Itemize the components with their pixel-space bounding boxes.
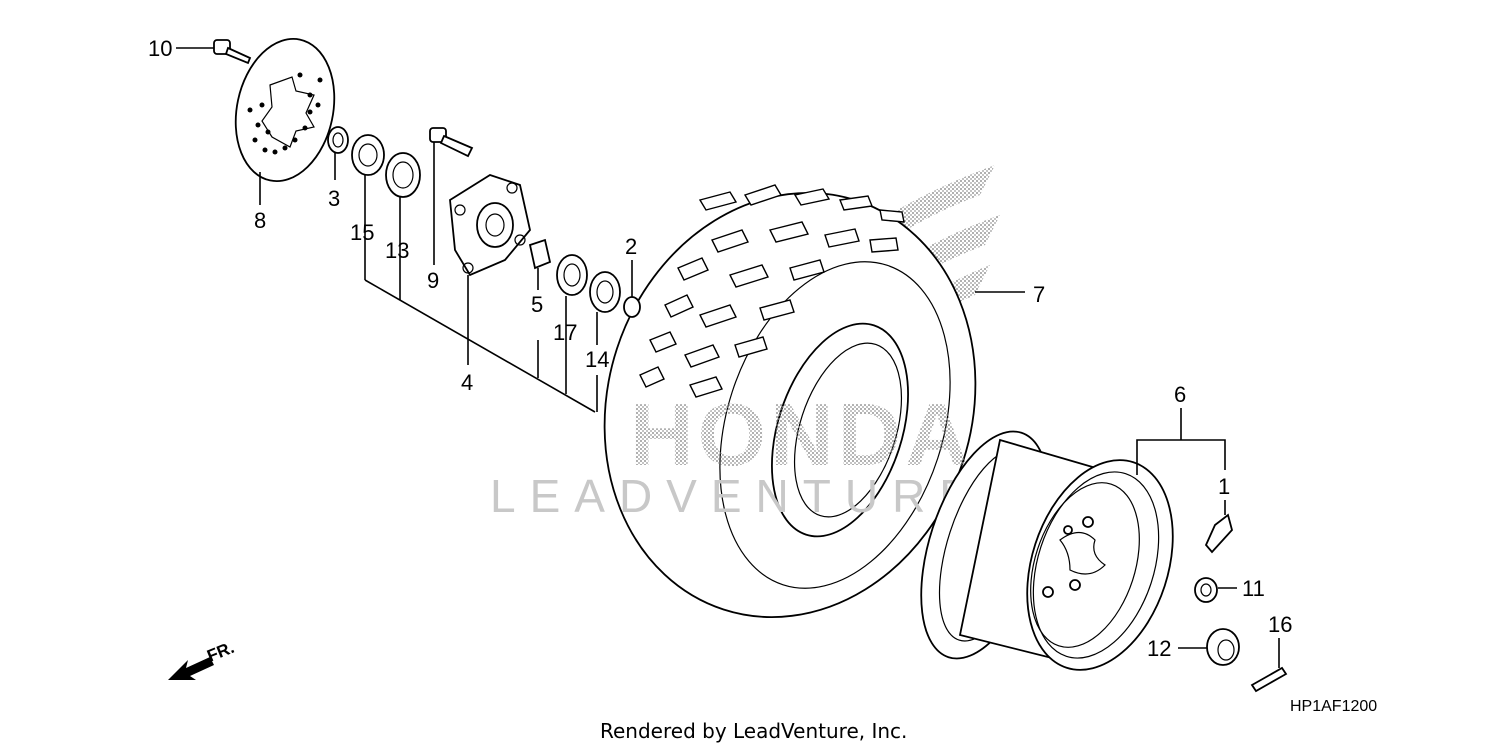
castle-nut-12 (1206, 628, 1240, 666)
wheel-nut-11 (1194, 577, 1218, 603)
bolt-10 (213, 39, 252, 65)
callout-3: 3 (328, 186, 340, 211)
callout-13: 13 (385, 238, 409, 263)
callout-10: 10 (148, 36, 172, 61)
callout-16: 16 (1268, 612, 1292, 637)
tire (603, 184, 977, 618)
collar-2 (623, 296, 641, 318)
valve-stem-1 (1204, 513, 1233, 554)
callout-12: 12 (1147, 636, 1171, 661)
front-arrow: FR. (168, 638, 237, 680)
callout-4: 4 (461, 370, 473, 395)
callout-labels: 10 8 3 15 13 9 4 5 17 14 2 7 6 1 11 12 1… (148, 36, 1292, 661)
footer-credit: Rendered by LeadVenture, Inc. (600, 719, 907, 743)
callout-8: 8 (254, 208, 266, 233)
arrow-icon (168, 657, 214, 680)
callout-11: 11 (1242, 576, 1265, 601)
callout-9: 9 (427, 268, 439, 293)
callout-7: 7 (1033, 282, 1045, 307)
callout-5: 5 (531, 292, 543, 317)
callout-1: 1 (1218, 474, 1230, 499)
watermark-honda: HONDA (630, 385, 973, 484)
leader-lines (176, 47, 1280, 668)
callout-15: 15 (350, 220, 374, 245)
oil-seal-13 (385, 152, 421, 198)
bearing-17 (556, 254, 588, 296)
front-label: FR. (204, 638, 237, 666)
collar-5 (528, 238, 552, 270)
callout-14: 14 (585, 347, 609, 372)
tire-tread (639, 184, 905, 398)
callout-2: 2 (625, 234, 637, 259)
brake-disc (234, 37, 336, 183)
oil-seal-14 (589, 271, 621, 313)
collar-3 (327, 126, 349, 154)
callout-17: 17 (553, 320, 577, 345)
cotter-pin-16 (1250, 666, 1288, 693)
watermark-leadventure: LEADVENTURE (490, 470, 984, 522)
callout-6: 6 (1174, 382, 1186, 407)
wheel-rim (920, 430, 1174, 671)
stud-bolt-9 (429, 127, 474, 158)
bearing-15 (351, 134, 385, 176)
diagram-code: HP1AF1200 (1290, 698, 1377, 715)
hub-4 (449, 174, 531, 277)
